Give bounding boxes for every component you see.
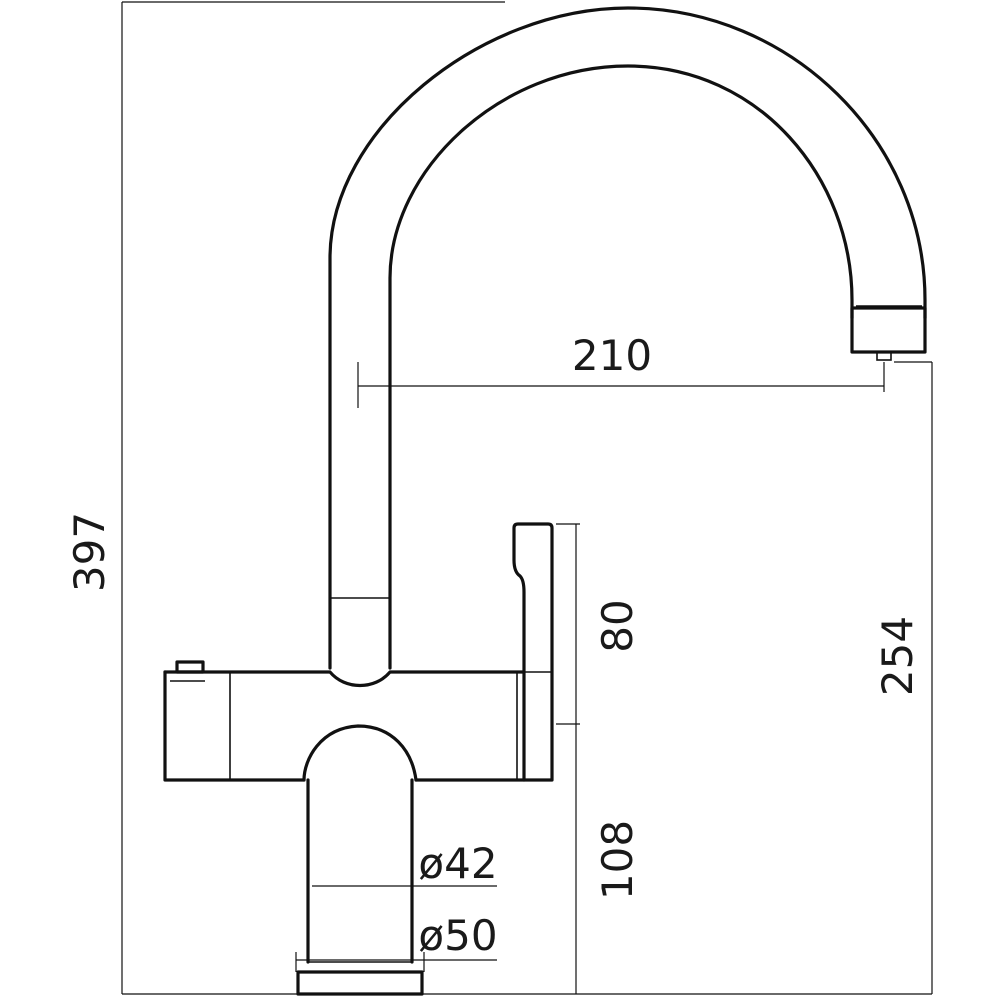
label-80: 80 <box>593 599 642 652</box>
label-108: 108 <box>593 820 642 900</box>
dimension-397 <box>121 1 505 995</box>
lever-handle <box>512 522 554 782</box>
base-column <box>296 724 424 996</box>
spout <box>328 6 927 670</box>
dimension-diameter-50 <box>295 952 497 972</box>
dimension-210 <box>357 362 885 408</box>
dimension-80 <box>556 523 580 994</box>
spout-outlet <box>850 305 927 361</box>
label-diameter-42: ø42 <box>418 839 497 888</box>
label-210: 210 <box>572 331 652 380</box>
label-diameter-50: ø50 <box>418 911 497 960</box>
tap-body <box>163 660 526 782</box>
label-254: 254 <box>873 616 922 696</box>
label-397: 397 <box>65 512 114 592</box>
dimension-254 <box>422 361 933 995</box>
